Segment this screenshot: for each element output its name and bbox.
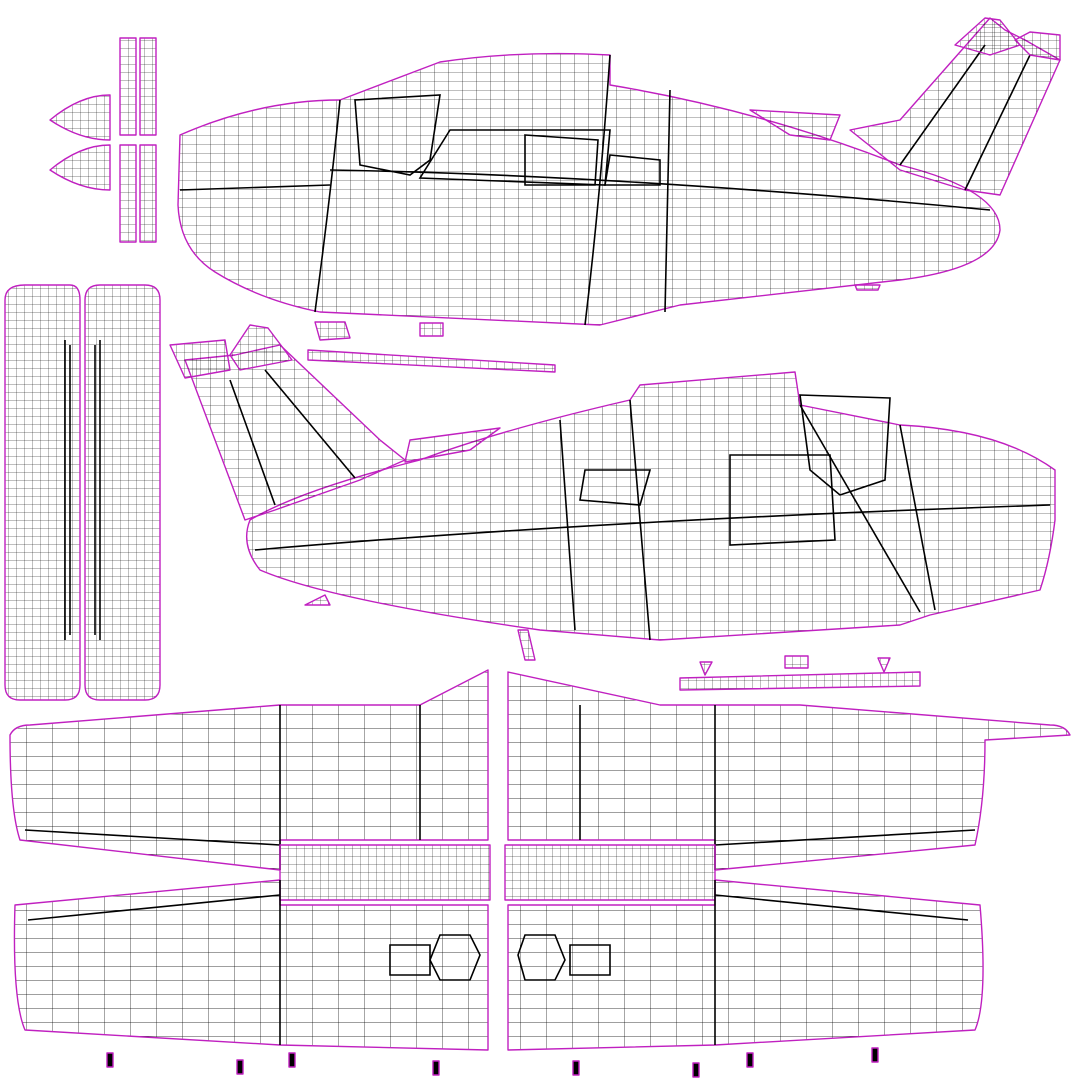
small-part [746, 1052, 754, 1068]
wing-bottom-right-seam [517, 934, 566, 981]
fuselage-left-side-seam [524, 134, 599, 186]
small-part [572, 1060, 580, 1076]
spinner-half-top [49, 94, 111, 141]
fuselage-right-side-seam [559, 419, 576, 631]
fuselage-left-side-seam [584, 54, 611, 326]
wing-bottom-right-seam [569, 944, 611, 976]
wing-tip-panel-left [4, 284, 81, 701]
spinner-top-center [954, 17, 1021, 56]
small-part [877, 657, 891, 673]
small-part [288, 1052, 296, 1068]
small-part [699, 661, 713, 676]
vertical-tail-left-seam [964, 54, 1031, 191]
horizontal-stabilizer-left [749, 109, 841, 141]
wing-top-left-seam [24, 829, 281, 846]
vertical-tail-right-seam [229, 379, 276, 506]
wing-top-left [9, 669, 489, 871]
fuselage-left-side-seam [664, 89, 671, 313]
fuselage-right-side-seam [729, 454, 836, 546]
propeller-blade [119, 144, 137, 243]
propeller-blade [139, 144, 157, 243]
propeller-blade [139, 37, 157, 136]
fuselage-right-side-seam [799, 394, 891, 496]
strut [307, 349, 556, 373]
vertical-tail-right-seam [264, 369, 356, 479]
small-part [432, 1060, 440, 1076]
wing-tip-panel-right [84, 284, 161, 701]
small-part [854, 284, 881, 291]
fuselage-right-side-seam [579, 469, 652, 506]
strut [679, 671, 921, 691]
small-part [106, 1052, 114, 1068]
small-part [419, 322, 444, 337]
fuselage-right-side-seam [254, 504, 1051, 551]
wing-center-right [504, 844, 716, 901]
wing-center-left [279, 844, 491, 901]
small-part [236, 1059, 244, 1075]
small-part [517, 629, 536, 661]
propeller-blade [119, 37, 137, 136]
small-part [871, 1047, 879, 1063]
fuselage-right-side-seam [629, 399, 651, 641]
fuselage-right-side-seam [799, 404, 921, 613]
wing-top-right-seam [714, 829, 976, 846]
fuselage-left-side-seam [604, 154, 661, 186]
wing-bottom-left-seam [27, 894, 281, 921]
wing-bottom-right-seam [714, 894, 969, 921]
horizontal-stabilizer-right [404, 427, 501, 463]
spinner-top-left [1014, 31, 1061, 61]
tail-tip-right [229, 324, 293, 371]
wing-bottom-left [13, 879, 489, 1051]
fuselage-left-side-seam [314, 99, 341, 313]
small-part [784, 655, 809, 669]
fuselage-right-side-seam [899, 424, 936, 611]
small-part [692, 1062, 700, 1078]
vertical-tail-left-seam [899, 44, 986, 166]
small-part [314, 321, 351, 341]
wing-bottom-left-seam [429, 934, 481, 981]
wing-bottom-left-seam [389, 944, 431, 976]
wing-bottom-right [507, 879, 984, 1051]
small-part [304, 594, 331, 606]
tail-tip-left [169, 339, 231, 379]
fuselage-left-side-seam [354, 94, 441, 176]
spinner-half-bottom [49, 144, 111, 191]
fuselage-left-side-seam [179, 184, 331, 191]
